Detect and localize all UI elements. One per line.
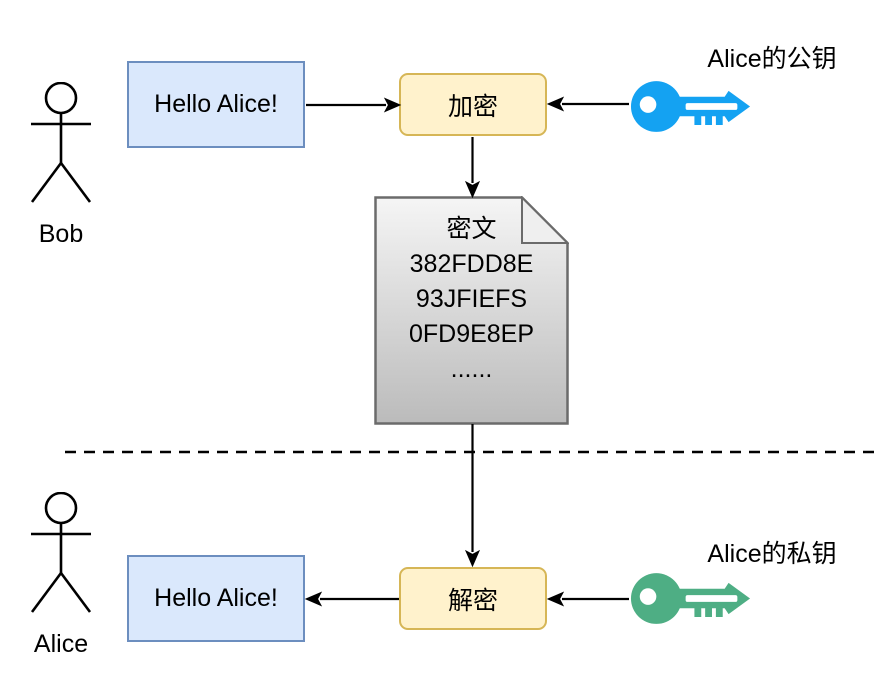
arrow-head xyxy=(546,591,565,607)
key-slot xyxy=(685,595,738,602)
person-icon-bob xyxy=(30,82,92,203)
arrow-head xyxy=(464,180,481,199)
key-hole xyxy=(639,588,657,605)
sender-name-label: Bob xyxy=(38,220,84,248)
public-key-label: Alice的公钥 xyxy=(707,45,837,73)
receiver-name-label: Alice xyxy=(33,630,89,658)
arrow-head xyxy=(546,96,565,112)
document-body xyxy=(374,196,569,425)
receiver-message-box: Hello Alice! xyxy=(127,555,305,642)
decrypt-box: 解密 xyxy=(399,567,547,630)
key-hole xyxy=(639,96,657,113)
arrow-public-key-to-encrypt xyxy=(546,96,629,112)
ciphertext-line: 382FDD8E xyxy=(409,250,534,278)
person-leg-left xyxy=(30,572,63,613)
arrow-private-key-to-decrypt xyxy=(546,591,629,607)
person-leg-right xyxy=(59,572,92,613)
arrow-message-to-encrypt xyxy=(306,97,402,113)
arrow-head xyxy=(304,591,323,607)
arrow-decrypt-to-message xyxy=(304,591,399,607)
ciphertext-ellipsis: ...... xyxy=(450,355,493,383)
sender-message-text: Hello Alice! xyxy=(154,90,278,118)
ciphertext-document-icon xyxy=(374,196,569,425)
person-head xyxy=(44,82,78,115)
sender-message-box: Hello Alice! xyxy=(127,61,305,148)
decrypt-label: 解密 xyxy=(447,586,498,615)
encrypt-box: 加密 xyxy=(399,73,547,136)
key-slot xyxy=(685,103,738,110)
person-icon-alice xyxy=(30,492,92,613)
receiver-message-text: Hello Alice! xyxy=(154,584,278,612)
arrow-ciphertext-to-decrypt xyxy=(464,424,481,568)
key-bow xyxy=(630,573,682,624)
person-leg-left xyxy=(30,162,63,203)
arrow-head xyxy=(383,97,402,113)
key-shape xyxy=(630,573,751,624)
document-folded-corner xyxy=(521,196,569,244)
arrow-head xyxy=(464,549,481,568)
ciphertext-title: 密文 xyxy=(446,215,497,243)
public-key-icon xyxy=(630,81,751,132)
person-leg-right xyxy=(59,162,92,203)
ciphertext-content: 密文 382FDD8E 93JFIEFS 0FD9E8EP ...... xyxy=(374,212,569,387)
encrypt-label: 加密 xyxy=(447,92,498,121)
ciphertext-line: 93JFIEFS xyxy=(415,285,528,313)
person-head xyxy=(44,492,78,525)
private-key-icon xyxy=(630,573,751,624)
ciphertext-line: 0FD9E8EP xyxy=(408,320,535,348)
private-key-label: Alice的私钥 xyxy=(707,540,837,568)
arrow-encrypt-to-ciphertext xyxy=(464,137,481,199)
key-bow xyxy=(630,81,682,132)
